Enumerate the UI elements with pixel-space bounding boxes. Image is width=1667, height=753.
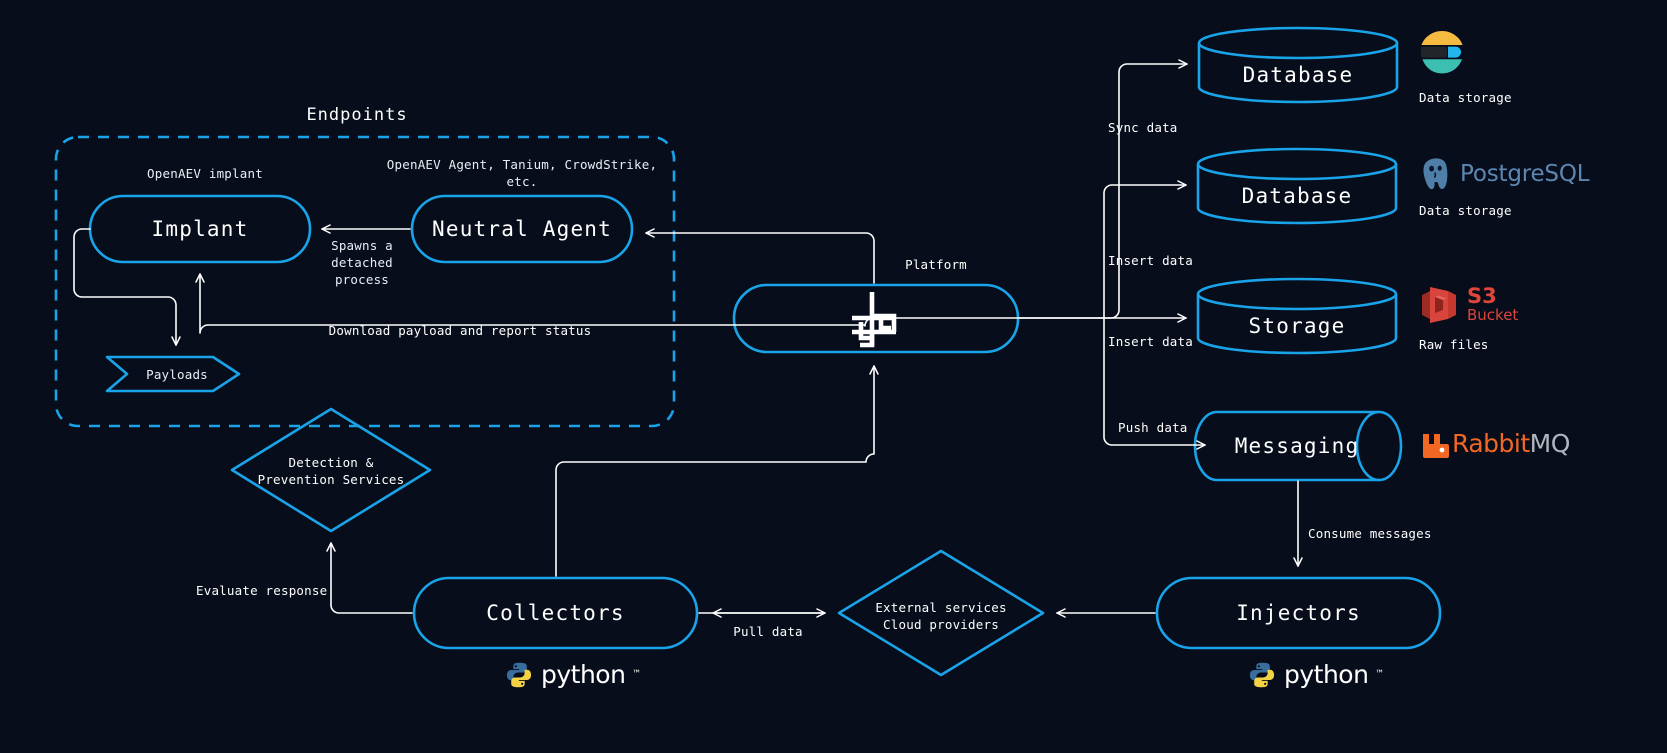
- node-injectors[interactable]: [1155, 576, 1442, 650]
- edge-platform-to-agent: [645, 228, 875, 284]
- python-logo-collectors-text: python: [541, 660, 626, 689]
- node-database-postgres[interactable]: [1196, 147, 1398, 225]
- python-logo-injectors-text: python: [1284, 660, 1369, 689]
- elastic-logo-block: Data storage: [1419, 28, 1512, 105]
- rabbitmq-logo-block: Rabbit MQ: [1421, 429, 1570, 458]
- edge-download-payload: [195, 273, 1019, 334]
- node-external-services[interactable]: [837, 549, 1045, 677]
- edge-implant-to-payloads: [73, 228, 181, 346]
- node-detection-services[interactable]: [230, 407, 432, 533]
- postgresql-logo-caption: Data storage: [1419, 203, 1512, 218]
- s3-logo-block: S3 Bucket Raw files: [1419, 283, 1519, 353]
- s3-logo-text: S3: [1467, 284, 1497, 308]
- elastic-logo-icon: [1421, 31, 1463, 74]
- edge-sync-data: [1018, 59, 1188, 319]
- rabbitmq-logo-text-grey: MQ: [1529, 429, 1571, 458]
- python-logo-icon: [1249, 662, 1275, 687]
- node-implant[interactable]: [88, 194, 312, 264]
- node-database-elastic[interactable]: [1197, 26, 1399, 104]
- python-tm-icon: ™: [1376, 669, 1383, 680]
- s3-logo-caption: Raw files: [1419, 337, 1489, 352]
- edge-evaluate-response: [326, 542, 413, 614]
- node-messaging[interactable]: [1193, 410, 1403, 482]
- rabbitmq-logo-text-orange: Rabbit: [1452, 429, 1530, 458]
- node-storage-s3[interactable]: [1196, 277, 1398, 355]
- aws-s3-logo-icon: [1422, 287, 1456, 323]
- endpoints-group-border: [54, 135, 676, 428]
- edge-collectors-to-platform: [555, 365, 879, 577]
- postgresql-logo-icon: [1423, 158, 1448, 190]
- edge-insert-data-postgres: [1103, 180, 1187, 319]
- python-tm-icon: ™: [633, 669, 640, 680]
- edge-push-data: [1103, 317, 1206, 450]
- s3-logo-subtext: Bucket: [1467, 306, 1519, 324]
- node-collectors[interactable]: [412, 576, 699, 650]
- python-logo-injectors-block: python ™: [1248, 660, 1382, 689]
- node-neutral-agent[interactable]: [410, 194, 634, 264]
- node-payloads[interactable]: [105, 355, 241, 393]
- postgresql-logo-block: PostgreSQL Data storage: [1419, 157, 1590, 218]
- elastic-logo-caption: Data storage: [1419, 90, 1512, 105]
- python-logo-icon: [506, 662, 532, 687]
- python-logo-collectors-block: python ™: [505, 660, 639, 689]
- postgresql-logo-text: PostgreSQL: [1460, 161, 1590, 187]
- rabbitmq-logo-icon: [1423, 433, 1449, 458]
